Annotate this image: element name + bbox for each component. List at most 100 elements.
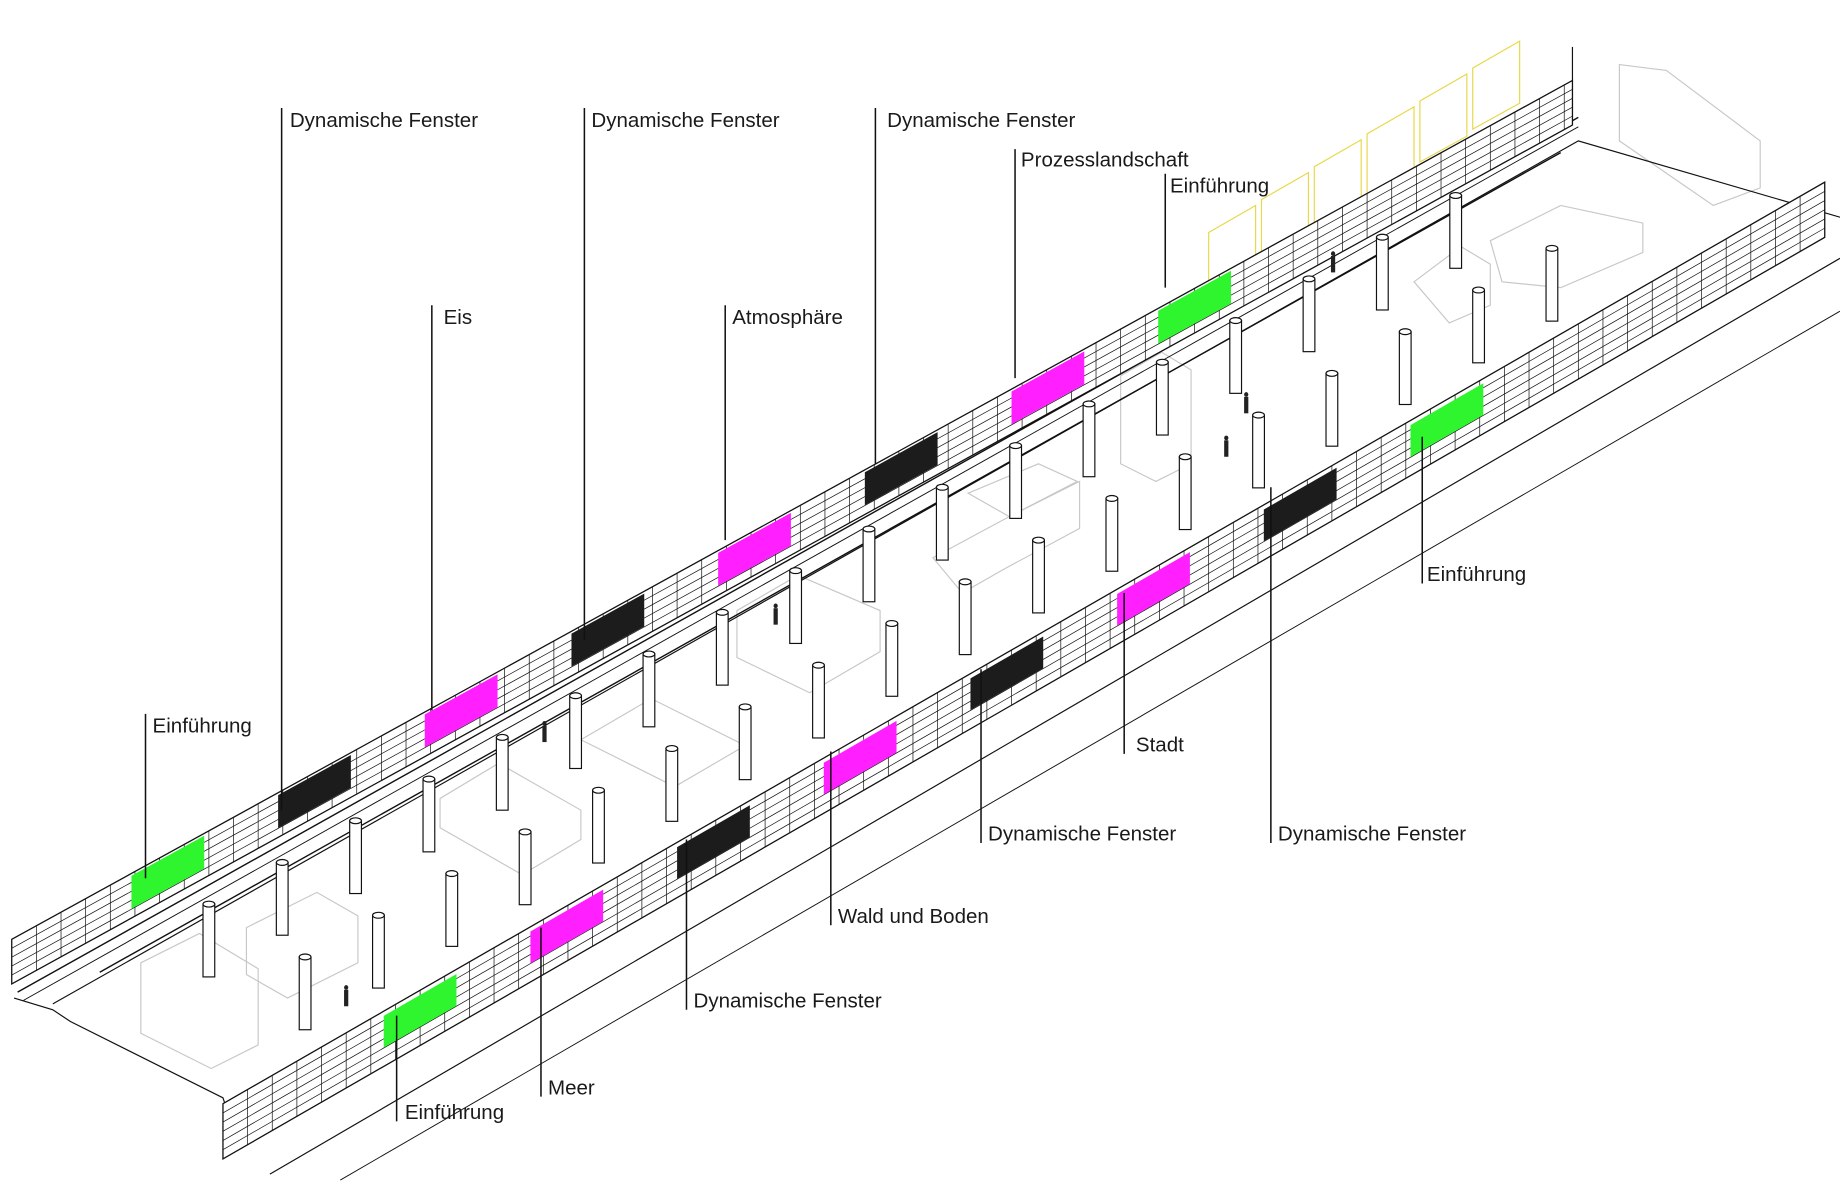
far-wall-grid-row (11, 106, 1573, 967)
column-top (1082, 400, 1096, 408)
far-floor-edge (52, 140, 1840, 1005)
column (1398, 331, 1412, 406)
label-dynamische-fenster: Dynamische Fenster (988, 823, 1176, 846)
label-eis: Eis (444, 306, 473, 329)
person-figure (1244, 392, 1249, 397)
column-top (518, 828, 532, 836)
column-top (371, 911, 385, 919)
column-top (202, 900, 216, 908)
column-top (1009, 442, 1023, 450)
column (812, 664, 825, 739)
column-top (715, 608, 729, 616)
person-figure (344, 989, 349, 1007)
people-figures (344, 251, 1336, 1007)
column (885, 622, 899, 697)
person-figure (773, 603, 778, 609)
far-wall-grid-row (11, 115, 1573, 976)
column-top (642, 650, 656, 658)
column-top (422, 775, 436, 783)
far-wall-panel-black (571, 593, 645, 667)
column (1325, 372, 1339, 447)
column-top (1472, 286, 1486, 294)
column (1449, 194, 1463, 269)
background-volume (439, 762, 582, 876)
label-wald-und-boden: Wald und Boden (838, 905, 989, 928)
far-wall-panel-magenta (424, 674, 498, 748)
far-wall-panel-magenta (718, 512, 791, 586)
near-wall-grid-row (222, 227, 1825, 1151)
near-wall-panel-black (677, 805, 750, 879)
column (1178, 456, 1192, 531)
column-top (1155, 358, 1169, 366)
person-figure (1224, 435, 1229, 441)
background-volume (966, 463, 1079, 518)
column (738, 706, 752, 781)
column (642, 653, 656, 728)
label-dynamische-fenster: Dynamische Fenster (1278, 823, 1466, 846)
person-figure (1330, 251, 1336, 256)
column (665, 747, 679, 822)
column-top (1105, 494, 1119, 502)
column (569, 695, 583, 770)
column (518, 831, 532, 906)
column-top (275, 858, 289, 866)
column-top (1325, 369, 1339, 377)
far-wall-panel-black (864, 432, 938, 506)
track-profile (13, 997, 230, 1116)
leader-lines (144, 108, 1424, 1122)
column-top (349, 817, 363, 825)
column-top (1375, 233, 1389, 241)
process-landscape-frame (1419, 72, 1468, 164)
label-einfuehrung: Einführung (153, 715, 252, 738)
column-top (1252, 411, 1265, 419)
column (1375, 236, 1389, 311)
column-top (862, 525, 876, 533)
column-top (1398, 328, 1412, 336)
column-top (1449, 191, 1463, 200)
process-landscape-frame (1472, 40, 1521, 131)
column-top (1229, 317, 1243, 325)
near-wall-panel-magenta (530, 889, 604, 964)
column (862, 528, 876, 603)
column (495, 736, 509, 811)
column (1302, 278, 1316, 353)
label-atmosphaere: Atmosphäre (732, 306, 843, 329)
walls (11, 46, 1840, 1181)
column-top (1032, 536, 1045, 544)
far-rail (23, 126, 1579, 1001)
column-top (789, 567, 803, 575)
column (349, 820, 363, 895)
column-top (1178, 453, 1192, 461)
column-top (592, 786, 605, 794)
column-top (569, 692, 583, 700)
far-wall-panel-green (131, 835, 205, 909)
person-figure (773, 608, 778, 625)
column (1155, 361, 1169, 436)
near-wall-panel-green (383, 974, 457, 1048)
column-top (445, 870, 459, 878)
person-figure (1330, 255, 1336, 273)
label-einfuehrung: Einführung (1427, 563, 1526, 586)
columns (202, 191, 1559, 1031)
near-floor-edge (340, 310, 1840, 1181)
platform-edge (99, 152, 1562, 973)
column (1032, 539, 1045, 614)
far-wall-panel-black (278, 755, 351, 828)
column (1009, 445, 1023, 519)
near-floor-edge (269, 257, 1840, 1175)
column-top (665, 745, 679, 753)
label-einfuehrung: Einführung (405, 1101, 504, 1124)
column (371, 914, 385, 989)
label-stadt: Stadt (1136, 733, 1184, 756)
column (1252, 414, 1265, 489)
column (298, 956, 312, 1031)
column (715, 611, 729, 686)
column (1082, 403, 1096, 478)
far-wall-panel-magenta (1011, 351, 1085, 425)
column (1105, 497, 1119, 572)
column (422, 778, 436, 853)
column-top (298, 953, 312, 961)
person-figure (344, 985, 349, 990)
